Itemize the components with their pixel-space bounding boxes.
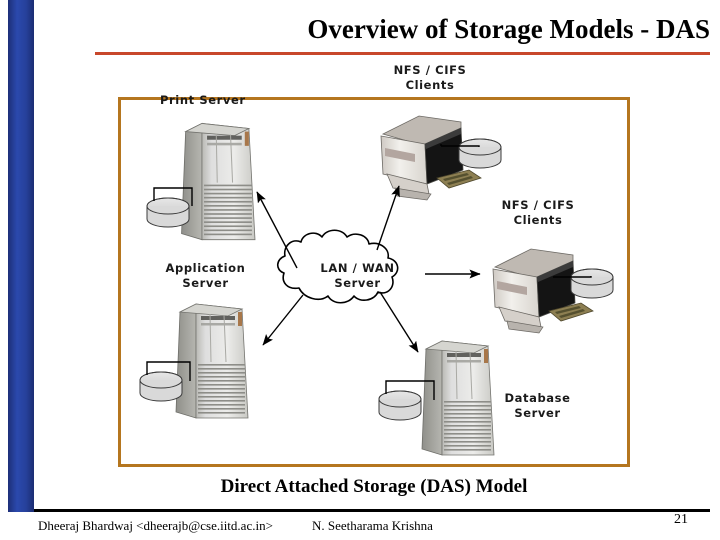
label-nfs-clients-right: NFS / CIFS Clients <box>501 198 575 227</box>
footer-author: Dheeraj Bhardwaj <dheerajb@cse.iitd.ac.i… <box>38 518 273 533</box>
footer-coauthor: N. Seetharama Krishna <box>312 518 433 533</box>
footer-divider <box>34 509 710 512</box>
label-print-server: Print Server <box>160 93 246 107</box>
page-title: Overview of Storage Models - DAS <box>307 14 710 44</box>
left-accent-bar <box>8 0 34 512</box>
label-nfs-clients-top: NFS / CIFS Clients <box>393 63 467 92</box>
label-application-server: Application Server <box>165 261 246 290</box>
label-lan-wan-server: LAN / WAN Server <box>320 261 395 290</box>
title-divider <box>95 52 710 55</box>
page-number: 21 <box>674 512 688 527</box>
diagram-caption: Direct Attached Storage (DAS) Model <box>220 476 528 497</box>
label-database-server: Database Server <box>504 391 571 420</box>
